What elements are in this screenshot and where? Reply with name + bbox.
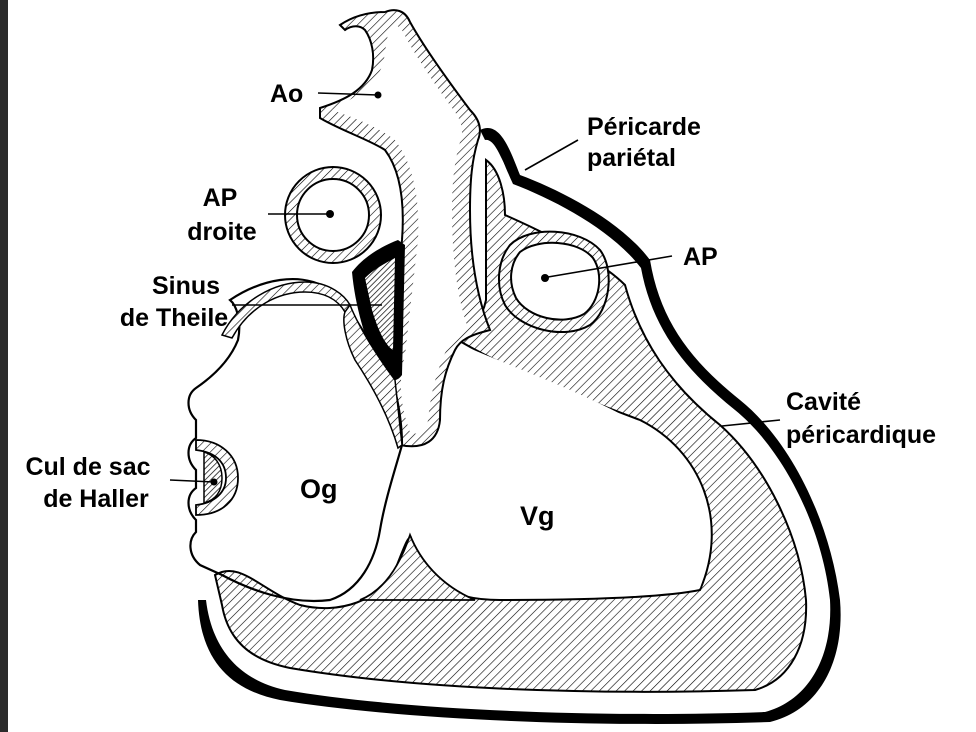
ap-lumen (511, 243, 599, 320)
leader-ao-dot (375, 92, 382, 99)
label-pericarde-line1: Péricarde (587, 113, 701, 141)
leader-cul-dot (211, 479, 218, 486)
label-cavite-line2: péricardique (786, 421, 936, 449)
label-sinus-line1: Sinus (152, 272, 220, 300)
label-ap-droite-line2: droite (187, 218, 257, 246)
label-cul-line2: de Haller (43, 485, 149, 513)
label-ap: AP (683, 243, 718, 271)
label-ap-droite-line1: AP (203, 184, 238, 212)
label-og: Og (300, 474, 338, 504)
label-cul-line1: Cul de sac (25, 453, 150, 481)
ap-dot (541, 274, 549, 282)
label-ao: Ao (270, 80, 303, 108)
frame-edge (0, 0, 8, 732)
leader-pericarde (525, 140, 578, 170)
atrium-top-wall (222, 282, 350, 338)
label-sinus-line2: de Theile (120, 304, 228, 332)
label-pericarde-line2: pariétal (587, 144, 676, 172)
label-cavite-line1: Cavité (786, 388, 861, 416)
label-vg: Vg (520, 501, 555, 531)
